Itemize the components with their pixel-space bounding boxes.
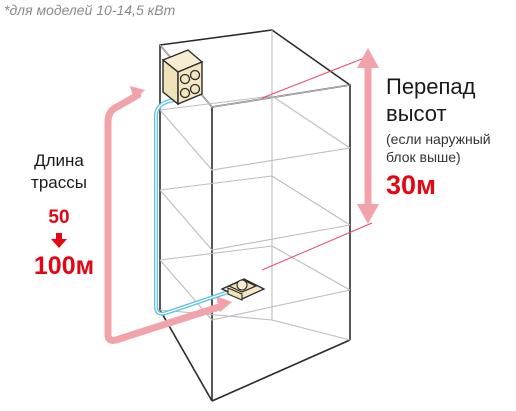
model-note: *для моделей 10-14,5 кВт bbox=[4, 2, 176, 18]
height-difference-value: 30м bbox=[386, 170, 437, 200]
route-arrow-head-top bbox=[130, 86, 145, 100]
pipe-length-label-line1: Длина bbox=[34, 151, 84, 170]
down-arrow-icon bbox=[51, 233, 67, 248]
floor-lines bbox=[159, 30, 351, 341]
refrigerant-pipe bbox=[154, 98, 236, 316]
height-difference-title: Перепад высот bbox=[386, 73, 476, 127]
pipe-length-to: 100м bbox=[14, 252, 114, 281]
route-arrow bbox=[104, 91, 226, 344]
pipe-highlight bbox=[155, 99, 235, 315]
route-arrow-head-bottom bbox=[216, 296, 232, 312]
pipe-length-to-value: 100 bbox=[33, 252, 76, 280]
height-condition-line1: (если наружный bbox=[386, 131, 491, 147]
height-condition-line2: блок выше) bbox=[386, 149, 461, 165]
height-title-line1: Перепад bbox=[386, 74, 476, 99]
pipe-length-from: 50 bbox=[48, 207, 70, 228]
height-arrow bbox=[357, 48, 379, 224]
pipe-length-label-line2: трассы bbox=[31, 173, 87, 192]
height-difference-condition: (если наружный блок выше) bbox=[386, 130, 491, 166]
height-guide-lines bbox=[261, 54, 373, 271]
indoor-unit-icon bbox=[220, 278, 266, 301]
outdoor-unit-icon bbox=[161, 49, 204, 106]
pipe-length-to-unit: м bbox=[75, 252, 95, 280]
height-title-line2: высот bbox=[386, 101, 447, 126]
pipe-length-label: Длина трассы bbox=[24, 150, 94, 194]
